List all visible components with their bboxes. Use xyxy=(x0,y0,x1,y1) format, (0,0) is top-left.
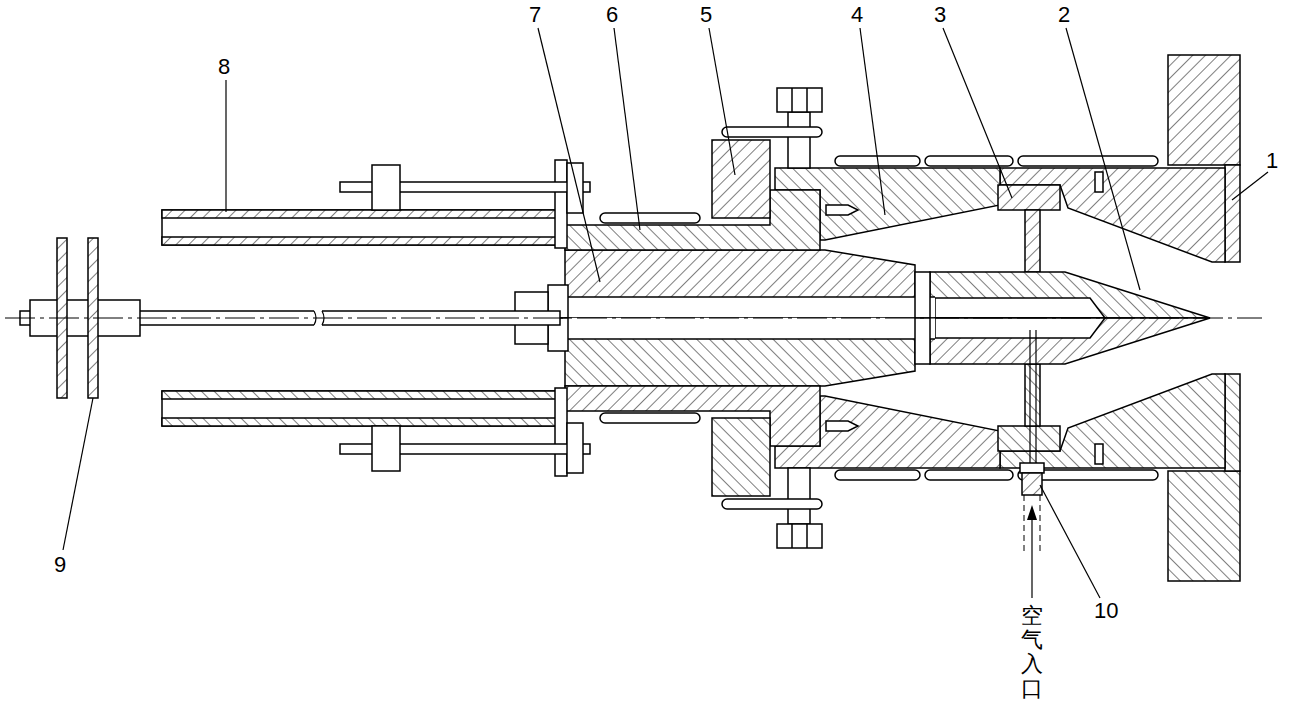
callout-number: 2 xyxy=(1058,4,1070,26)
callout-number: 10 xyxy=(1094,600,1118,622)
callout-number: 8 xyxy=(218,56,230,78)
callout-number: 7 xyxy=(529,4,541,26)
callout-number: 4 xyxy=(851,4,863,26)
callout-number: 1 xyxy=(1266,150,1278,172)
callout-number: 9 xyxy=(54,554,66,576)
callout-number: 6 xyxy=(606,4,618,26)
callout-number: 5 xyxy=(700,4,712,26)
callout-number: 3 xyxy=(934,4,946,26)
vertical-note: 空气入口 xyxy=(1021,604,1043,701)
